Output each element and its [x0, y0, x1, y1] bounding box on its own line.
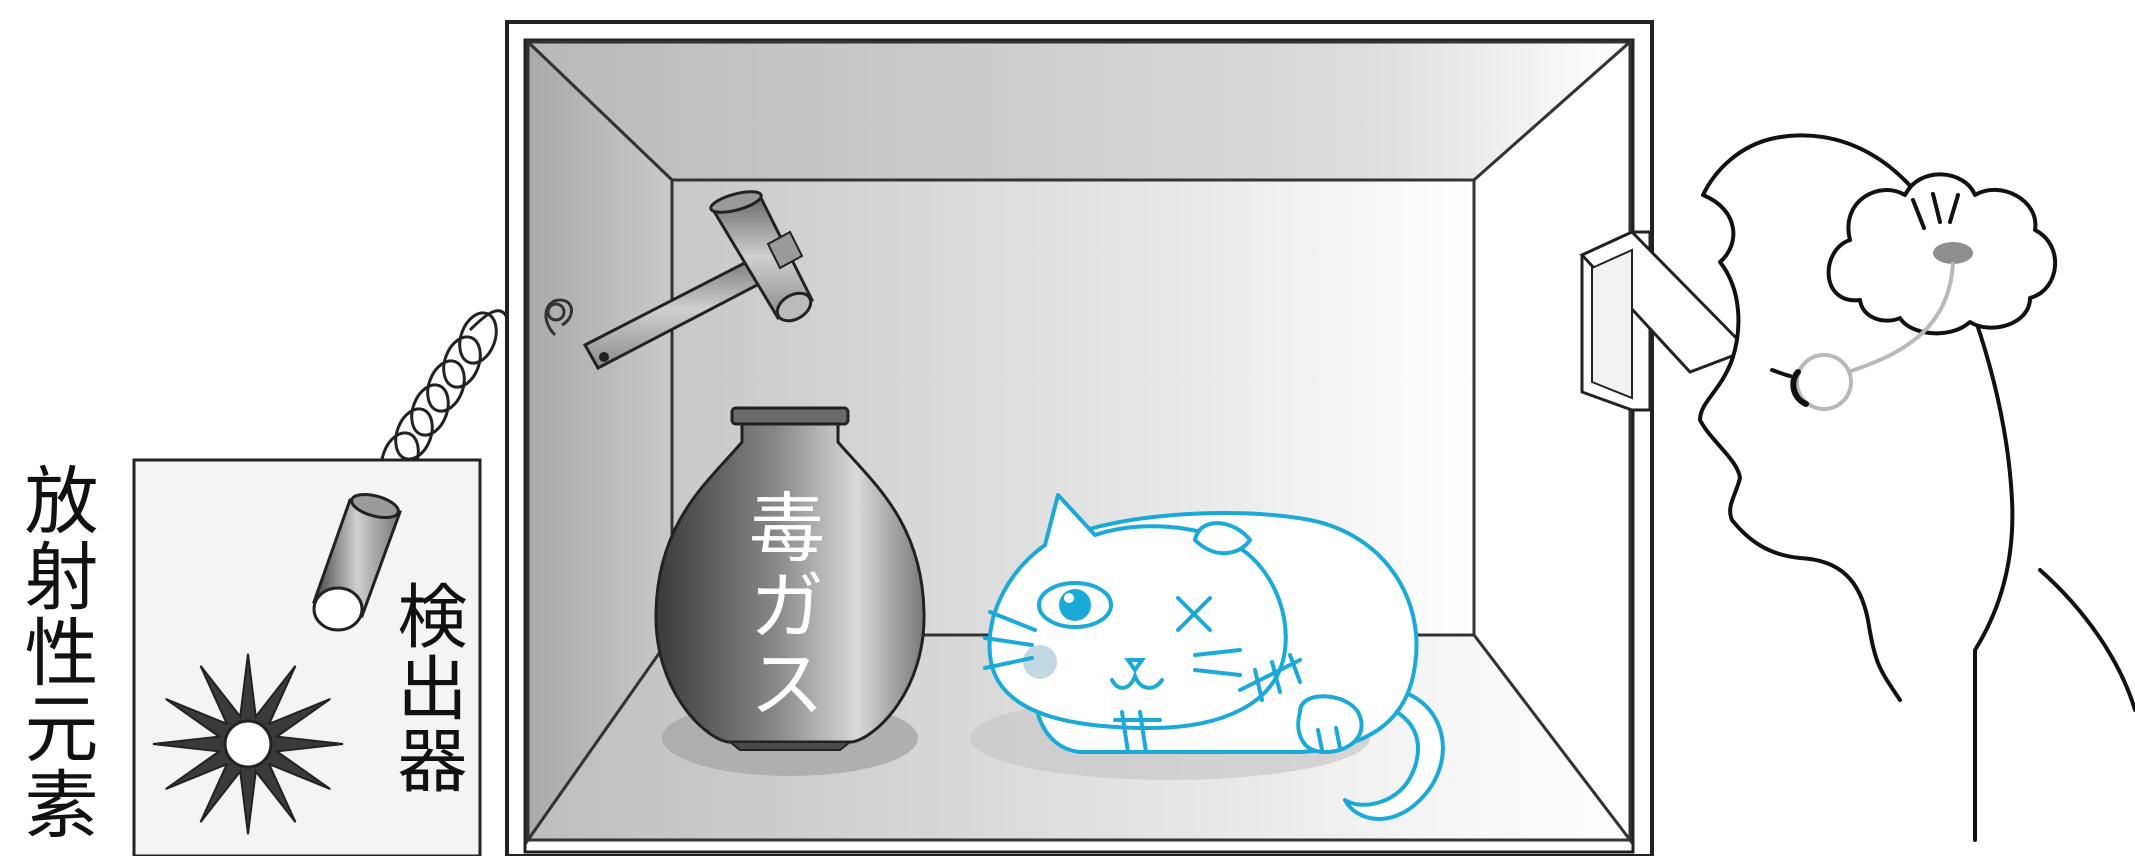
cat	[970, 493, 1445, 821]
radioactive-element-label: 放射性元素	[12, 462, 98, 842]
viewing-window	[1579, 230, 1751, 412]
observer-head	[1698, 133, 2135, 842]
poison-bottle	[654, 406, 926, 776]
detector-panel	[132, 458, 482, 856]
detector-tube	[312, 493, 402, 632]
box	[505, 20, 1654, 856]
detector-label: 検出器	[386, 580, 468, 796]
radioactive-source-icon	[152, 653, 344, 835]
hammer-icon	[544, 190, 814, 371]
box-top-wall	[524, 40, 1634, 182]
poison-gas-label: 毒ガス	[736, 488, 825, 722]
